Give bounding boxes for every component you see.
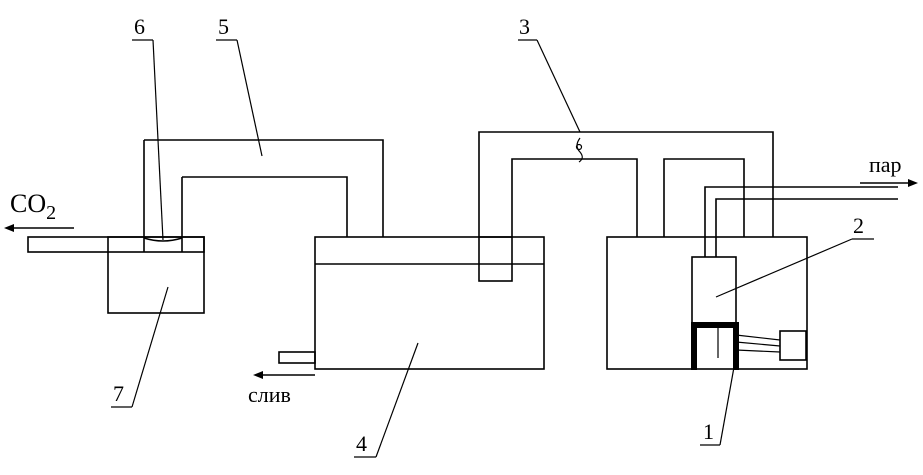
- co2-arrow: [4, 224, 74, 232]
- leader-line-6: [152, 39, 164, 241]
- label-2: 2: [853, 213, 864, 238]
- label-1: 1: [703, 419, 714, 444]
- co2-label: CO2: [10, 189, 56, 224]
- tube-6: [143, 140, 183, 252]
- vessel-7: [27, 236, 205, 314]
- heater-1: [691, 322, 807, 370]
- vessel-4: [278, 236, 545, 370]
- tube-3: [478, 131, 774, 237]
- label-4: 4: [356, 431, 367, 456]
- steam-label: пар: [869, 152, 902, 177]
- label-6: 6: [134, 14, 145, 39]
- label-7: 7: [113, 381, 124, 406]
- leader-line-3: [536, 39, 581, 133]
- drain-arrow: [253, 371, 315, 379]
- steam-arrow: [860, 179, 918, 187]
- drain-label: слив: [248, 382, 291, 407]
- steam-outlet-tube: [704, 186, 898, 257]
- leader-line-5: [236, 39, 263, 157]
- leader-line-1: [719, 355, 737, 446]
- leader-line-2: [715, 238, 853, 298]
- steam-generator-vessel: [606, 236, 808, 370]
- label-5: 5: [218, 14, 229, 39]
- leader-line-4: [375, 342, 419, 458]
- tube-5: [144, 139, 384, 237]
- leader-line-7: [131, 286, 169, 408]
- label-3: 3: [519, 14, 530, 39]
